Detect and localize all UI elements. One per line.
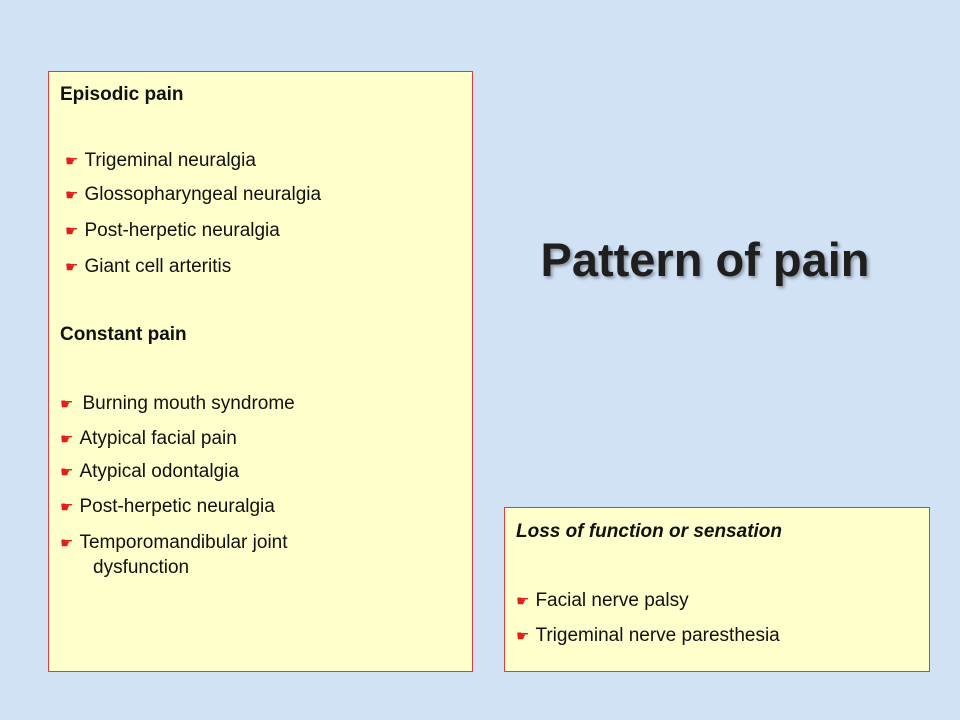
pointing-hand-icon: ☛ bbox=[65, 187, 79, 204]
list-item: ☛ Atypical odontalgia bbox=[60, 460, 239, 485]
list-item-label: Burning mouth syndrome bbox=[82, 393, 295, 414]
list-item-label: Post-herpetic neuralgia bbox=[84, 220, 280, 241]
list-item-continuation: dysfunction bbox=[93, 557, 190, 578]
list-item: ☛ Facial nerve palsy bbox=[516, 589, 689, 614]
list-item-label: Atypical facial pain bbox=[79, 428, 237, 449]
pointing-hand-icon: ☛ bbox=[60, 499, 74, 516]
list-item: ☛ Post-herpetic neuralgia bbox=[65, 219, 280, 244]
page-title: Pattern of pain bbox=[540, 233, 870, 286]
list-item-label: Trigeminal neuralgia bbox=[84, 150, 256, 171]
episodic-constant-panel: Episodic pain ☛ Trigeminal neuralgia ☛ Glo… bbox=[48, 71, 473, 672]
pointing-hand-icon: ☛ bbox=[516, 593, 530, 610]
pointing-hand-icon: ☛ bbox=[65, 153, 79, 170]
list-item: ☛ Post-herpetic neuralgia bbox=[60, 495, 275, 520]
list-item-label: Giant cell arteritis bbox=[84, 256, 232, 277]
list-item: ☛ Glossopharyngeal neuralgia bbox=[65, 183, 321, 208]
list-item: ☛ Temporomandibular joint dysfunction bbox=[60, 531, 288, 580]
pointing-hand-icon: ☛ bbox=[516, 628, 530, 645]
pointing-hand-icon: ☛ bbox=[60, 396, 74, 413]
list-item-label: Temporomandibular joint bbox=[79, 532, 288, 553]
constant-pain-heading: Constant pain bbox=[60, 324, 187, 345]
list-item: ☛ Giant cell arteritis bbox=[65, 255, 231, 280]
loss-of-function-panel: Loss of function or sensation ☛ Facial ne… bbox=[504, 507, 930, 672]
list-item: ☛ Burning mouth syndrome bbox=[60, 392, 295, 417]
pointing-hand-icon: ☛ bbox=[65, 259, 79, 276]
pointing-hand-icon: ☛ bbox=[60, 464, 74, 481]
list-item-label: Facial nerve palsy bbox=[535, 590, 689, 611]
episodic-pain-heading: Episodic pain bbox=[60, 84, 184, 105]
list-item-label: Glossopharyngeal neuralgia bbox=[84, 184, 322, 205]
list-item-label: Atypical odontalgia bbox=[79, 461, 239, 482]
loss-of-function-heading: Loss of function or sensation bbox=[516, 521, 783, 542]
list-item-label: Post-herpetic neuralgia bbox=[79, 496, 275, 517]
list-item: ☛ Trigeminal nerve paresthesia bbox=[516, 624, 780, 649]
pointing-hand-icon: ☛ bbox=[60, 431, 74, 448]
list-item: ☛ Atypical facial pain bbox=[60, 427, 237, 452]
list-item: ☛ Trigeminal neuralgia bbox=[65, 149, 256, 174]
list-item-label: Trigeminal nerve paresthesia bbox=[535, 625, 780, 646]
pointing-hand-icon: ☛ bbox=[65, 223, 79, 240]
pointing-hand-icon: ☛ bbox=[60, 535, 74, 552]
